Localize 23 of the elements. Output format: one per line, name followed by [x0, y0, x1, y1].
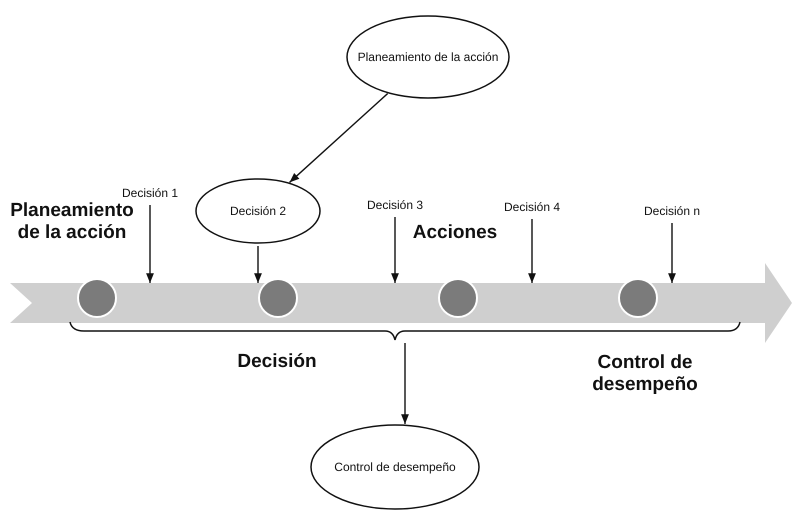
- control-ellipse: [310, 424, 480, 510]
- section-label: Acciones: [412, 222, 498, 244]
- ellipse-label: Control de desempeño: [334, 460, 456, 474]
- ellipse-label: Planeamiento de la acción: [358, 50, 498, 64]
- section-label: Decisión: [236, 351, 318, 373]
- section-label: Control de desempeño: [591, 352, 699, 396]
- ellipse-label: Decisión 2: [228, 203, 288, 220]
- arrow: [289, 93, 388, 183]
- arrow: [146, 205, 154, 283]
- decision-label: Decisión 3: [365, 196, 425, 215]
- arrow: [668, 223, 676, 283]
- decision-label: Decisión 1: [120, 184, 180, 203]
- arrow: [528, 219, 536, 283]
- decision-label: Decisión n: [642, 202, 702, 221]
- planning-ellipse: [346, 15, 510, 99]
- arrow: [391, 217, 399, 283]
- arrow: [401, 343, 409, 424]
- timeline-arrow: [8, 263, 792, 343]
- brace: [68, 320, 742, 341]
- arrow: [254, 246, 262, 283]
- decision-label: Decisión 4: [502, 198, 562, 217]
- decision-ellipse: [195, 178, 321, 244]
- section-label: Planeamiento de la acción: [9, 200, 135, 244]
